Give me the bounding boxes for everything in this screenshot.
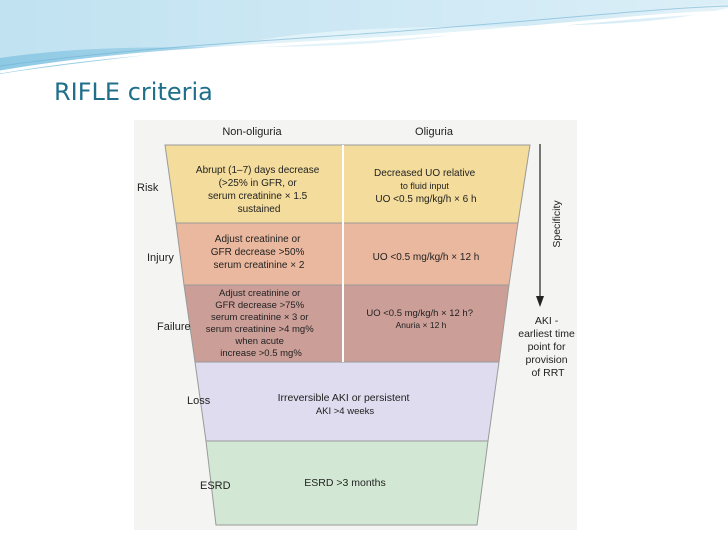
aki-note: AKI - earliest time point for provision … [518,315,577,379]
specificity-arrowhead [536,296,544,307]
risk-gfr-criteria: Abrupt (1–7) days decrease (>25% in GFR,… [196,165,322,215]
failure-uo-criteria: UO <0.5 mg/kg/h × 12 h? Anuria × 12 h [366,308,475,330]
stage-label-failure: Failure [157,321,191,333]
stage-label-esrd: ESRD [200,480,231,492]
stage-label-risk: Risk [137,182,159,194]
header-non-oliguria: Non-oliguria [222,126,282,138]
injury-gfr-criteria: Adjust creatinine or GFR decrease >50% s… [211,234,307,271]
failure-gfr-criteria: Adjust creatinine or GFR decrease >75% s… [206,288,317,359]
tier-esrd-band [205,440,489,526]
injury-uo-criteria: UO <0.5 mg/kg/h × 12 h [373,252,480,263]
rifle-diagram: Non-oliguria Oliguria Risk Injury Failur… [134,120,577,530]
stage-label-injury: Injury [147,252,174,264]
header-oliguria: Oliguria [415,126,454,138]
specificity-label: Specificity [551,200,563,248]
stage-label-loss: Loss [187,395,211,407]
esrd-criteria: ESRD >3 months [304,477,385,489]
risk-uo-criteria: Decreased UO relative to fluid input UO … [374,168,478,205]
header-wave-decoration [0,0,728,74]
slide-title: RIFLE criteria [54,78,213,106]
loss-criteria: Irreversible AKI or persistent AKI >4 we… [278,392,413,417]
